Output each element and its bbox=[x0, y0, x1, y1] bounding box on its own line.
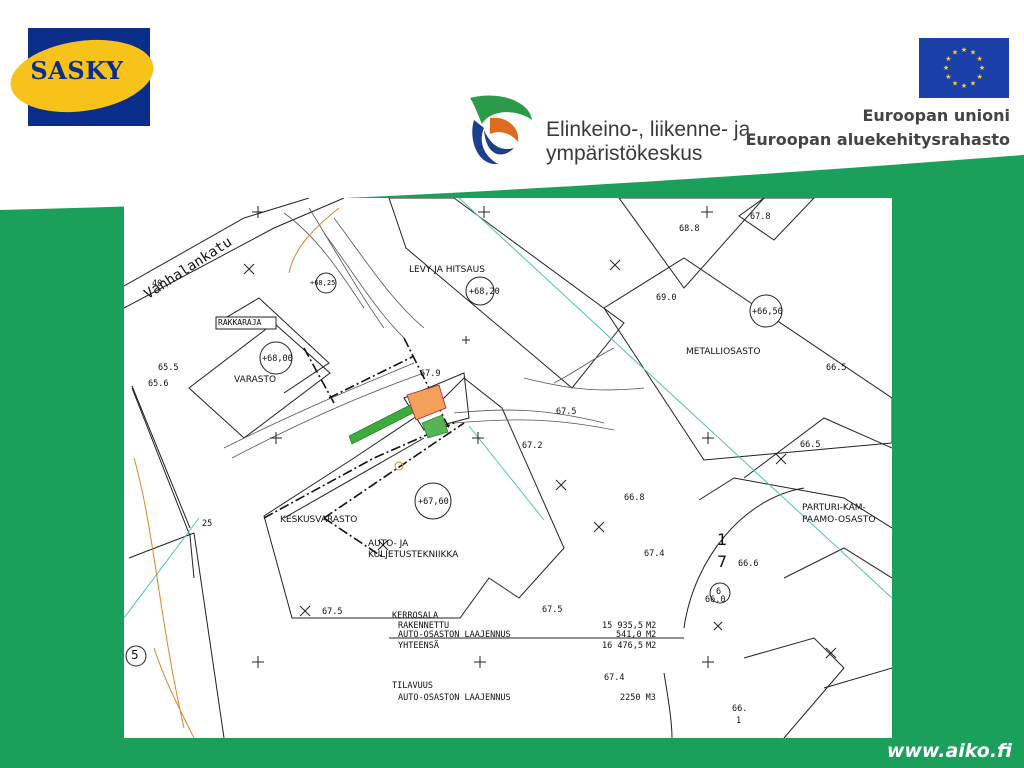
elevation: 66.8 bbox=[624, 493, 645, 503]
svg-text:★: ★ bbox=[945, 55, 951, 63]
site-url-link[interactable]: www.aiko.fi bbox=[886, 740, 1012, 762]
area-row-unit: M2 bbox=[646, 621, 657, 631]
elevation: 69.0 bbox=[656, 293, 677, 303]
svg-text:★: ★ bbox=[976, 55, 982, 63]
elevation: 6 bbox=[716, 587, 722, 597]
parturi-label-line1: PARTURI-KAM- bbox=[802, 503, 866, 513]
ely-name-line1: Elinkeino-, liikenne- ja bbox=[546, 118, 751, 141]
levy-hitsaus-label: LEVY JA HITSAUS bbox=[409, 265, 485, 275]
lot-number-5: 5 bbox=[131, 648, 139, 662]
area-row-label: AUTO-OSASTON LAAJENNUS bbox=[398, 630, 511, 640]
varasto-label: VARASTO bbox=[234, 375, 277, 385]
elevation: 1 bbox=[736, 716, 742, 726]
area-row-label: YHTEENSÄ bbox=[398, 641, 439, 651]
elevation: 65.6 bbox=[148, 379, 169, 389]
keskus-level: +67,60 bbox=[418, 497, 449, 507]
site-plan-map: Vanhalankatu 40 RAKKARAJA LEVY JA HITSAU… bbox=[124, 198, 892, 738]
svg-text:★: ★ bbox=[952, 48, 958, 56]
eu-fund-label: Euroopan aluekehitysrahasto bbox=[745, 130, 1010, 149]
tilavuus-row-label: AUTO-OSASTON LAAJENNUS bbox=[398, 693, 511, 703]
svg-text:★: ★ bbox=[961, 46, 967, 54]
elevation: 67.5 bbox=[556, 407, 577, 417]
svg-text:★: ★ bbox=[970, 48, 976, 56]
elevation: 67.9 bbox=[420, 369, 441, 379]
north-slope-level: +68,25 bbox=[310, 279, 336, 287]
street-number: 40 bbox=[152, 279, 163, 289]
parturi-label-line2: PAAMO-OSASTO bbox=[802, 515, 876, 525]
elevation: 66.5 bbox=[800, 440, 821, 450]
area-row-value: 15 935,5 bbox=[602, 621, 643, 631]
elevation: 67.5 bbox=[322, 607, 343, 617]
rakkaraja-label: RAKKARAJA bbox=[218, 318, 262, 327]
elevation: 68.8 bbox=[679, 224, 700, 234]
kerrosala-heading: KERROSALA bbox=[392, 611, 439, 621]
elevation: 67.5 bbox=[542, 605, 563, 615]
kortteli-number-top: 1 bbox=[717, 530, 728, 549]
svg-text:★: ★ bbox=[961, 82, 967, 90]
elevation: 67.4 bbox=[604, 673, 625, 683]
levy-level: +68,20 bbox=[469, 287, 500, 297]
varasto-level: +68,00 bbox=[262, 354, 293, 364]
tilavuus-row-value: 2250 M3 bbox=[620, 693, 656, 703]
auto-label-line1: AUTO- JA bbox=[368, 539, 409, 549]
metalli-label: METALLIOSASTO bbox=[686, 347, 761, 357]
area-row-unit: M2 bbox=[646, 641, 657, 651]
svg-text:★: ★ bbox=[979, 64, 985, 72]
area-row-value: 16 476,5 bbox=[602, 641, 643, 651]
area-row-unit: M2 bbox=[646, 630, 657, 640]
elevation: 66.6 bbox=[738, 559, 759, 569]
eu-flag-icon: ★★★ ★★★ ★★★ ★★★ bbox=[919, 38, 1009, 98]
eu-union-label: Euroopan unioni bbox=[862, 106, 1010, 125]
metalli-level: +66,50 bbox=[752, 307, 783, 317]
svg-text:★: ★ bbox=[970, 80, 976, 88]
sasky-logo-text: SASKY bbox=[30, 56, 124, 85]
area-row-value: 541,0 bbox=[616, 630, 642, 640]
svg-text:★: ★ bbox=[945, 73, 951, 81]
sasky-logo bbox=[10, 28, 154, 126]
svg-text:★: ★ bbox=[976, 73, 982, 81]
elevation: 66.5 bbox=[826, 363, 847, 373]
elevation: 67.8 bbox=[750, 212, 771, 222]
site-plan-drawing bbox=[124, 198, 892, 738]
elevation: 25 bbox=[202, 519, 213, 529]
ely-leaf-icon bbox=[470, 95, 532, 165]
elevation: 66. bbox=[732, 704, 748, 714]
svg-text:★: ★ bbox=[943, 64, 949, 72]
tilavuus-heading: TILAVUUS bbox=[392, 681, 433, 691]
kortteli-number-bottom: 7 bbox=[717, 552, 728, 571]
svg-text:★: ★ bbox=[952, 80, 958, 88]
auto-label-line2: KULJETUSTEKNIIKKA bbox=[368, 550, 459, 560]
elevation: 67.2 bbox=[522, 441, 543, 451]
area-row-label: RAKENNETTU bbox=[398, 621, 450, 631]
elevation: 66.0 bbox=[705, 595, 726, 605]
keskusvarasto-label: KESKUSVARASTO bbox=[280, 515, 358, 525]
elevation: 67.4 bbox=[644, 549, 665, 559]
ely-name-line2: ympäristökeskus bbox=[546, 142, 703, 165]
elevation: 65.5 bbox=[158, 363, 179, 373]
